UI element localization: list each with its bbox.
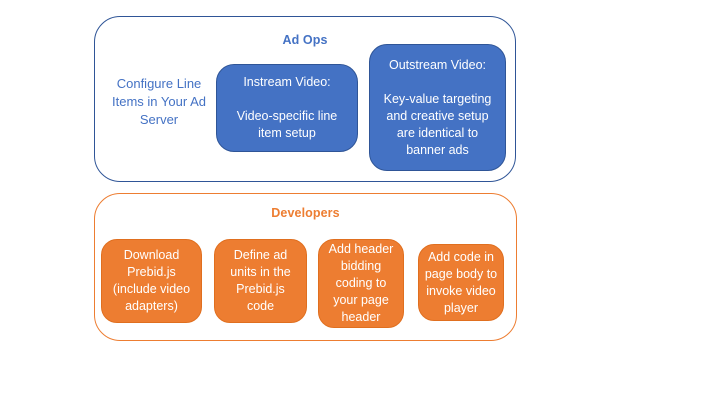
- step-add-page-body-code-box: Add code in page body to invoke video pl…: [418, 244, 504, 321]
- developers-group-title: Developers: [271, 206, 340, 220]
- instream-video-box: Instream Video: Video-specific line item…: [216, 64, 358, 152]
- ad-ops-side-note: Configure Line Items in Your Ad Server: [112, 76, 206, 127]
- ad-ops-group-title: Ad Ops: [282, 33, 328, 47]
- step-define-ad-units-box: Define ad units in the Prebid.js code: [214, 239, 307, 323]
- step-add-header-bidding-box: Add header bidding coding to your page h…: [318, 239, 404, 328]
- ad-ops-group: Ad Ops Configure Line Items in Your Ad S…: [94, 16, 516, 182]
- developers-group: Developers Download Prebid.js (include v…: [94, 193, 517, 341]
- step-download-prebid-box: Download Prebid.js (include video adapte…: [101, 239, 202, 323]
- outstream-video-box: Outstream Video: Key-value targeting and…: [369, 44, 506, 171]
